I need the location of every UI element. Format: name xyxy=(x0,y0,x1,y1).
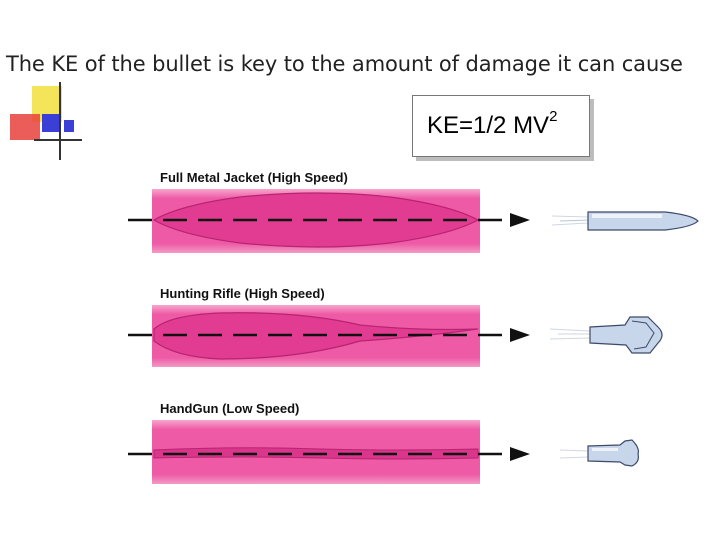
arrow-head xyxy=(510,328,530,342)
panel-label-full-metal-jacket: Full Metal Jacket (High Speed) xyxy=(160,170,348,185)
panel-label-handgun: HandGun (Low Speed) xyxy=(160,401,300,416)
wound-panel-handgun xyxy=(128,420,639,484)
formula-exponent: 2 xyxy=(549,108,558,125)
formula-text: KE=1/2 MV xyxy=(427,112,550,139)
bullet-expanded-icon xyxy=(549,316,663,354)
arrow-head xyxy=(510,213,530,227)
bullet-intact-icon xyxy=(551,211,699,231)
panel-label-hunting-rifle: Hunting Rifle (High Speed) xyxy=(160,286,325,301)
decorative-squares-icon xyxy=(10,82,82,160)
bullet-slightly-expanded-icon xyxy=(559,439,639,467)
slide-title: The KE of the bullet is key to the amoun… xyxy=(6,52,683,76)
wound-panel-full-metal-jacket xyxy=(128,189,699,253)
kinetic-energy-formula: KE=1/2 MV2 xyxy=(412,95,590,157)
arrow-head xyxy=(510,447,530,461)
wound-panel-hunting-rifle xyxy=(128,305,663,367)
